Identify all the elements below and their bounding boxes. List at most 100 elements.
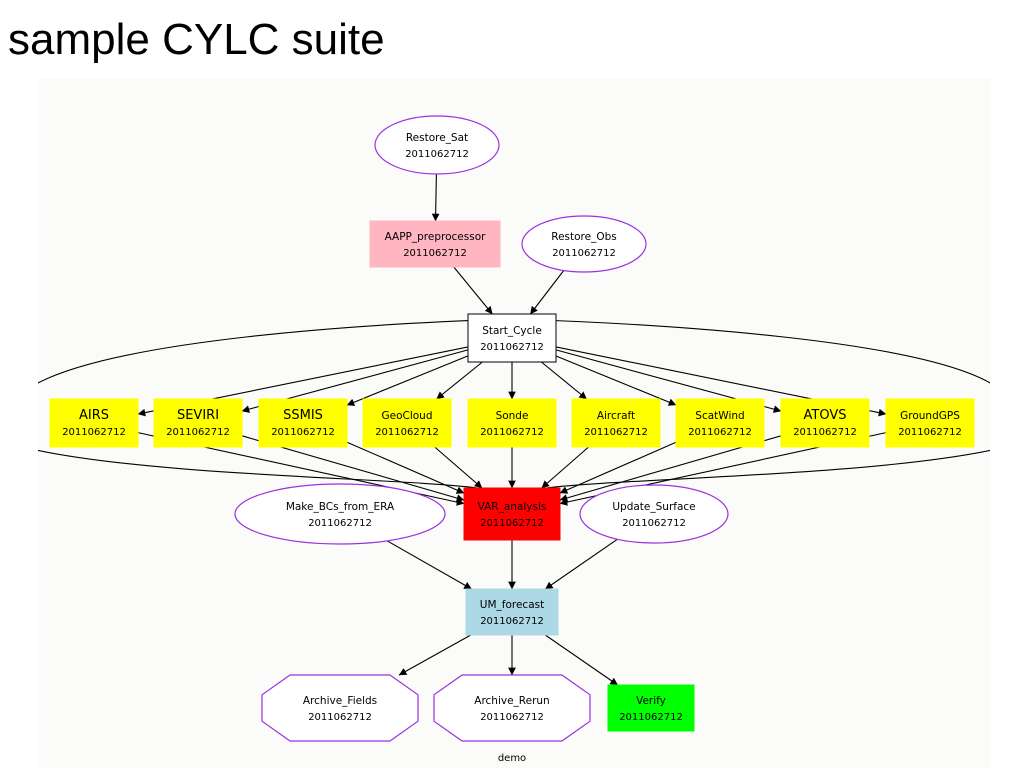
node-shape <box>607 684 695 732</box>
edge-restore-sat-to-aapp-preprocessor <box>431 173 440 222</box>
node-cycle: 2011062712 <box>375 427 439 438</box>
node-label: Update_Surface <box>612 501 695 513</box>
task-node-var-analysis[interactable]: VAR_analysis 2011062712 <box>463 487 561 541</box>
node-cycle: 2011062712 <box>480 616 544 627</box>
edges-layer <box>38 173 990 686</box>
task-node-restore-sat[interactable]: Restore_Sat 2011062712 <box>374 115 500 175</box>
edge-start-cycle-to-ssmis <box>346 355 469 406</box>
node-cycle: 2011062712 <box>62 427 126 438</box>
node-cycle: 2011062712 <box>405 149 469 160</box>
edge-wrap-curve-3 <box>38 449 479 489</box>
edge-make-bcs-from-era-to-um-forecast <box>386 540 472 590</box>
node-cycle: 2011062712 <box>480 712 544 723</box>
node-shape <box>258 398 348 448</box>
task-node-verify[interactable]: Verify 2011062712 <box>607 684 695 732</box>
node-shape <box>49 398 139 448</box>
task-node-scatwind[interactable]: ScatWind 2011062712 <box>675 398 765 448</box>
edge-wrap-curve-2 <box>511 318 990 384</box>
task-node-seviri[interactable]: SEVIRI 2011062712 <box>153 398 243 448</box>
node-label: VAR_analysis <box>478 501 547 513</box>
node-label: ATOVS <box>804 408 847 423</box>
node-label: Archive_Rerun <box>474 695 549 707</box>
node-shape <box>234 483 446 545</box>
node-label: ScatWind <box>695 410 744 422</box>
task-node-restore-obs[interactable]: Restore_Obs 2011062712 <box>521 215 647 273</box>
node-cycle: 2011062712 <box>619 712 683 723</box>
edge-start-cycle-to-geocloud <box>436 361 483 400</box>
nodes-layer: Restore_Sat2011062712AAPP_preprocessor20… <box>49 115 975 742</box>
edge-geocloud-to-var-analysis <box>434 446 483 489</box>
node-label: AAPP_preprocessor <box>385 231 487 243</box>
task-node-groundgps[interactable]: GroundGPS 2011062712 <box>885 398 975 448</box>
edge-aapp-preprocessor-to-start-cycle <box>453 266 493 315</box>
task-node-start-cycle[interactable]: Start_Cycle 2011062712 <box>467 313 557 363</box>
node-label: Sonde <box>496 410 529 422</box>
node-cycle: 2011062712 <box>898 427 962 438</box>
node-label: SEVIRI <box>177 408 219 423</box>
node-shape <box>463 487 561 541</box>
node-label: Archive_Fields <box>303 695 377 707</box>
node-cycle: 2011062712 <box>480 427 544 438</box>
node-shape <box>780 398 870 448</box>
node-cycle: 2011062712 <box>480 518 544 529</box>
node-shape <box>467 313 557 363</box>
node-shape <box>579 484 729 544</box>
task-node-archive-rerun[interactable]: Archive_Rerun 2011062712 <box>433 674 591 742</box>
edge-start-cycle-to-aircraft <box>541 361 587 400</box>
task-node-ssmis[interactable]: SSMIS 2011062712 <box>258 398 348 448</box>
node-cycle: 2011062712 <box>688 427 752 438</box>
node-cycle: 2011062712 <box>166 427 230 438</box>
task-node-aircraft[interactable]: Aircraft 2011062712 <box>571 398 661 448</box>
node-shape <box>571 398 661 448</box>
node-label: Start_Cycle <box>482 325 542 337</box>
node-label: Restore_Obs <box>551 231 617 243</box>
node-label: SSMIS <box>283 408 323 423</box>
task-node-sonde[interactable]: Sonde 2011062712 <box>467 398 557 448</box>
task-node-geocloud[interactable]: GeoCloud 2011062712 <box>362 398 452 448</box>
task-node-make-bcs-from-era[interactable]: Make_BCs_from_ERA 2011062712 <box>234 483 446 545</box>
node-cycle: 2011062712 <box>552 248 616 259</box>
node-shape <box>885 398 975 448</box>
edge-update-surface-to-um-forecast <box>544 538 618 590</box>
node-cycle: 2011062712 <box>308 712 372 723</box>
edge-um-forecast-to-archive-fields <box>398 634 472 676</box>
node-cycle: 2011062712 <box>271 427 335 438</box>
node-label: Make_BCs_from_ERA <box>286 501 395 513</box>
task-node-airs[interactable]: AIRS 2011062712 <box>49 398 139 448</box>
node-shape <box>675 398 765 448</box>
node-cycle: 2011062712 <box>622 518 686 529</box>
node-label: Aircraft <box>597 410 635 422</box>
edge-um-forecast-to-verify <box>544 634 619 686</box>
slide-title: sample CYLC suite <box>8 15 385 64</box>
node-shape <box>374 115 500 175</box>
node-label: GeoCloud <box>381 410 432 422</box>
edge-wrap-curve-4 <box>545 449 990 489</box>
task-node-atovs[interactable]: ATOVS 2011062712 <box>780 398 870 448</box>
node-cycle: 2011062712 <box>308 518 372 529</box>
edge-start-cycle-to-scatwind <box>555 355 677 406</box>
node-shape <box>433 674 591 742</box>
edge-wrap-curve-1 <box>38 318 513 384</box>
task-node-aapp-preprocessor[interactable]: AAPP_preprocessor 2011062712 <box>369 220 501 268</box>
node-shape <box>467 398 557 448</box>
graph-footer-label: demo <box>498 753 526 764</box>
task-node-update-surface[interactable]: Update_Surface 2011062712 <box>579 484 729 544</box>
node-cycle: 2011062712 <box>793 427 857 438</box>
node-cycle: 2011062712 <box>480 342 544 353</box>
node-label: GroundGPS <box>900 410 960 422</box>
node-label: Verify <box>636 695 666 707</box>
node-shape <box>153 398 243 448</box>
node-label: UM_forecast <box>480 599 544 611</box>
node-shape <box>369 220 501 268</box>
node-cycle: 2011062712 <box>403 248 467 259</box>
node-label: AIRS <box>79 408 109 423</box>
task-node-um-forecast[interactable]: UM_forecast 2011062712 <box>465 588 559 636</box>
node-shape <box>261 674 419 742</box>
node-cycle: 2011062712 <box>584 427 648 438</box>
node-shape <box>521 215 647 273</box>
node-shape <box>362 398 452 448</box>
node-label: Restore_Sat <box>406 132 468 144</box>
task-node-archive-fields[interactable]: Archive_Fields 2011062712 <box>261 674 419 742</box>
node-shape <box>465 588 559 636</box>
